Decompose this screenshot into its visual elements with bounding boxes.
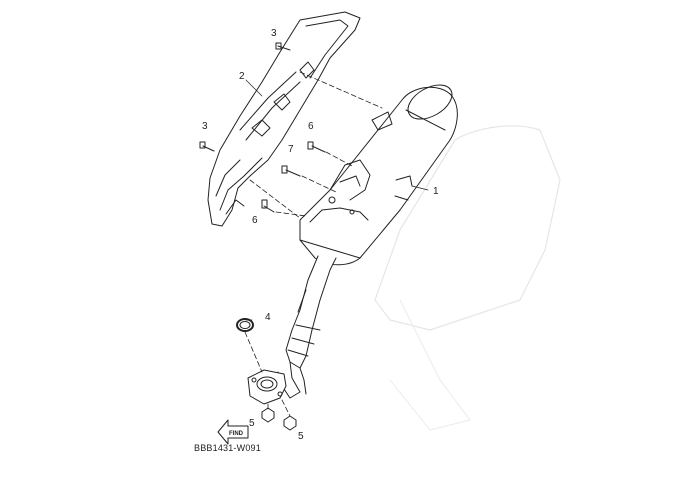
bolt-3-left <box>199 141 215 152</box>
exhaust-flange <box>247 369 287 405</box>
frame-outline-2 <box>389 299 471 431</box>
heat-protector <box>207 11 361 227</box>
callout-2: 2 <box>239 71 245 82</box>
callout-4: 4 <box>265 312 271 323</box>
callout-3-left: 3 <box>202 121 208 132</box>
frame-outline <box>374 125 561 331</box>
nut-5-right <box>283 415 297 431</box>
bolt-3-top <box>275 42 291 51</box>
callout-3-top: 3 <box>271 28 277 39</box>
leader-lines <box>245 79 429 321</box>
reference-code: BBB1431-W091 <box>194 443 261 453</box>
gasket <box>236 318 254 332</box>
callout-5-right: 5 <box>298 431 304 442</box>
callout-6-upper: 6 <box>308 121 314 132</box>
callout-5-left: 5 <box>249 418 255 429</box>
nut-5-left <box>261 407 275 423</box>
find-arrow-icon: FIND <box>217 419 249 445</box>
callout-1: 1 <box>433 186 439 197</box>
callout-6-lower: 6 <box>252 215 258 226</box>
find-label: FIND <box>229 431 244 437</box>
muffler <box>299 84 458 266</box>
bolt-6-upper <box>307 141 326 153</box>
assembly-lines <box>244 71 383 417</box>
exhaust-pipe <box>277 255 337 399</box>
callout-7: 7 <box>288 144 294 155</box>
bolt-6-lower <box>261 199 275 213</box>
bolt-7 <box>281 165 301 177</box>
